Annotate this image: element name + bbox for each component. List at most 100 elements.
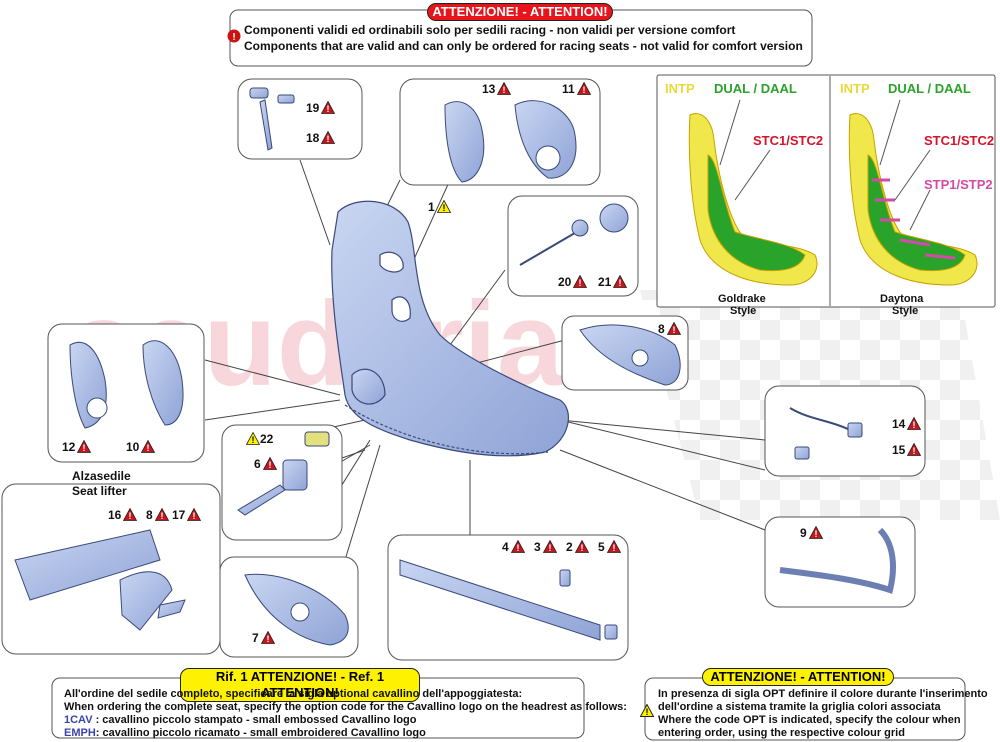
part-callout-20: 20! <box>558 274 588 289</box>
svg-text:!: ! <box>612 543 615 553</box>
opt-note-header: ATTENZIONE! - ATTENTION! <box>702 668 894 686</box>
left-style-name-1: Goldrake <box>718 293 766 305</box>
part-illustrations <box>14 87 896 646</box>
svg-text:!: ! <box>579 278 582 288</box>
svg-text:!: ! <box>582 85 585 95</box>
part-callout-3: 3! <box>534 539 557 554</box>
svg-text:!: ! <box>327 104 330 114</box>
option-code-1cav: 1CAV <box>64 714 93 726</box>
part-number: 7 <box>252 631 259 645</box>
top-notice-line-en: Components that are valid and can only b… <box>244 39 803 53</box>
svg-text:!: ! <box>266 634 269 644</box>
warning-icon: ! <box>187 507 202 521</box>
part-number: 6 <box>254 457 261 471</box>
svg-text:!: ! <box>548 543 551 553</box>
part-callout-12: 12! <box>62 439 92 454</box>
option-desc-1cav: : cavallino piccolo stampato - small emb… <box>92 714 417 726</box>
part-number: 1 <box>428 200 435 214</box>
part-number: 11 <box>562 82 575 96</box>
opt-note-line2: dell'ordine a sistema tramite la griglia… <box>658 701 941 713</box>
warning-icon: ! <box>907 442 922 456</box>
svg-text:!: ! <box>147 443 150 453</box>
svg-text:!: ! <box>193 511 196 521</box>
seat-lifter-title-en: Seat lifter <box>72 484 127 498</box>
warning-icon: ! <box>77 439 92 453</box>
svg-text:!: ! <box>672 325 675 335</box>
warning-icon: ! <box>613 274 628 288</box>
caution-icon: ! <box>245 431 261 445</box>
part-number: 16 <box>108 508 122 522</box>
warning-icon: ! <box>497 81 512 95</box>
svg-text:!: ! <box>814 529 817 539</box>
warning-icon: ! <box>907 416 922 430</box>
ref-note-option-2: EMPH: cavallino piccolo ricamato - small… <box>64 727 426 740</box>
part-callout-11: 11! <box>562 81 591 96</box>
part-callout-8: 8! <box>146 507 169 522</box>
svg-text:!: ! <box>913 446 916 456</box>
right-stp-label: STP1/STP2 <box>924 177 993 192</box>
right-dual-label: DUAL / DAAL <box>888 81 971 96</box>
warning-icon: ! <box>141 439 156 453</box>
part-callout-7: 7! <box>252 630 275 645</box>
option-desc-emph: : cavallino piccolo ricamato - small emb… <box>95 727 426 739</box>
warning-icon: ! <box>606 539 621 553</box>
part-number: 8 <box>146 508 153 522</box>
ref-note-line2: When ordering the complete seat, specify… <box>64 701 627 713</box>
part-number: 19 <box>306 101 320 115</box>
part-number: 2 <box>566 540 573 554</box>
ref-note-option-1: 1CAV : cavallino piccolo stampato - smal… <box>64 714 417 727</box>
racing-seat <box>331 200 569 457</box>
warning-icon: ! <box>542 539 557 553</box>
right-style-name-1: Daytona <box>880 293 924 305</box>
opt-note-line3: Where the code OPT is indicated, specify… <box>658 714 961 726</box>
goldrake-seat <box>688 113 818 286</box>
part-number: 13 <box>482 82 496 96</box>
part-number: 15 <box>892 443 906 457</box>
part-callout-17: 17! <box>172 507 202 522</box>
right-stc-label: STC1/STC2 <box>924 133 995 148</box>
part-callout-16: 16! <box>108 507 138 522</box>
left-intp-label: INTP <box>665 81 695 96</box>
left-dual-label: DUAL / DAAL <box>714 81 797 96</box>
opt-note-line4: entering order, using the respective col… <box>658 727 905 739</box>
part-number: 14 <box>892 417 906 431</box>
part-callout-6: 6! <box>254 456 277 471</box>
svg-text:!: ! <box>503 85 506 95</box>
top-notice-header: ATTENZIONE! - ATTENTION! <box>427 3 613 21</box>
svg-text:!: ! <box>619 278 622 288</box>
opt-note-line1: In presenza di sigla OPT definire il col… <box>658 688 988 700</box>
part-number: 4 <box>502 540 509 554</box>
top-notice-line-it: Componenti validi ed ordinabili solo per… <box>244 23 736 37</box>
part-number: 8 <box>658 322 665 336</box>
part-callout-4: 4! <box>502 539 525 554</box>
part-number: 22 <box>260 432 274 446</box>
part-callout-13: 13! <box>482 81 512 96</box>
part-number: 5 <box>598 540 605 554</box>
svg-text:!: ! <box>646 707 649 717</box>
right-style-name-2: Style <box>892 305 919 317</box>
svg-text:!: ! <box>327 134 330 144</box>
left-style-name-2: Style <box>730 305 757 317</box>
left-stc-label: STC1/STC2 <box>753 133 824 148</box>
part-number: 21 <box>598 275 612 289</box>
svg-text:!: ! <box>160 511 163 521</box>
svg-text:!: ! <box>252 435 255 445</box>
warning-icon: ! <box>123 507 138 521</box>
part-callout-9: 9! <box>800 525 823 540</box>
warning-icon: ! <box>808 525 823 539</box>
caution-icon: ! <box>436 199 451 213</box>
svg-text:!: ! <box>232 32 235 43</box>
warning-icon: ! <box>573 274 588 288</box>
svg-text:!: ! <box>580 543 583 553</box>
part-number: 17 <box>172 508 186 522</box>
svg-text:!: ! <box>129 511 132 521</box>
part-number: 9 <box>800 526 807 540</box>
part-number: 3 <box>534 540 541 554</box>
part-callout-22: ! 22 <box>244 431 274 446</box>
warning-icon: ! <box>510 539 525 553</box>
right-intp-label: INTP <box>840 81 870 96</box>
warning-icon: ! <box>576 81 591 95</box>
part-callout-19: 19! <box>306 100 336 115</box>
svg-text:!: ! <box>268 460 271 470</box>
